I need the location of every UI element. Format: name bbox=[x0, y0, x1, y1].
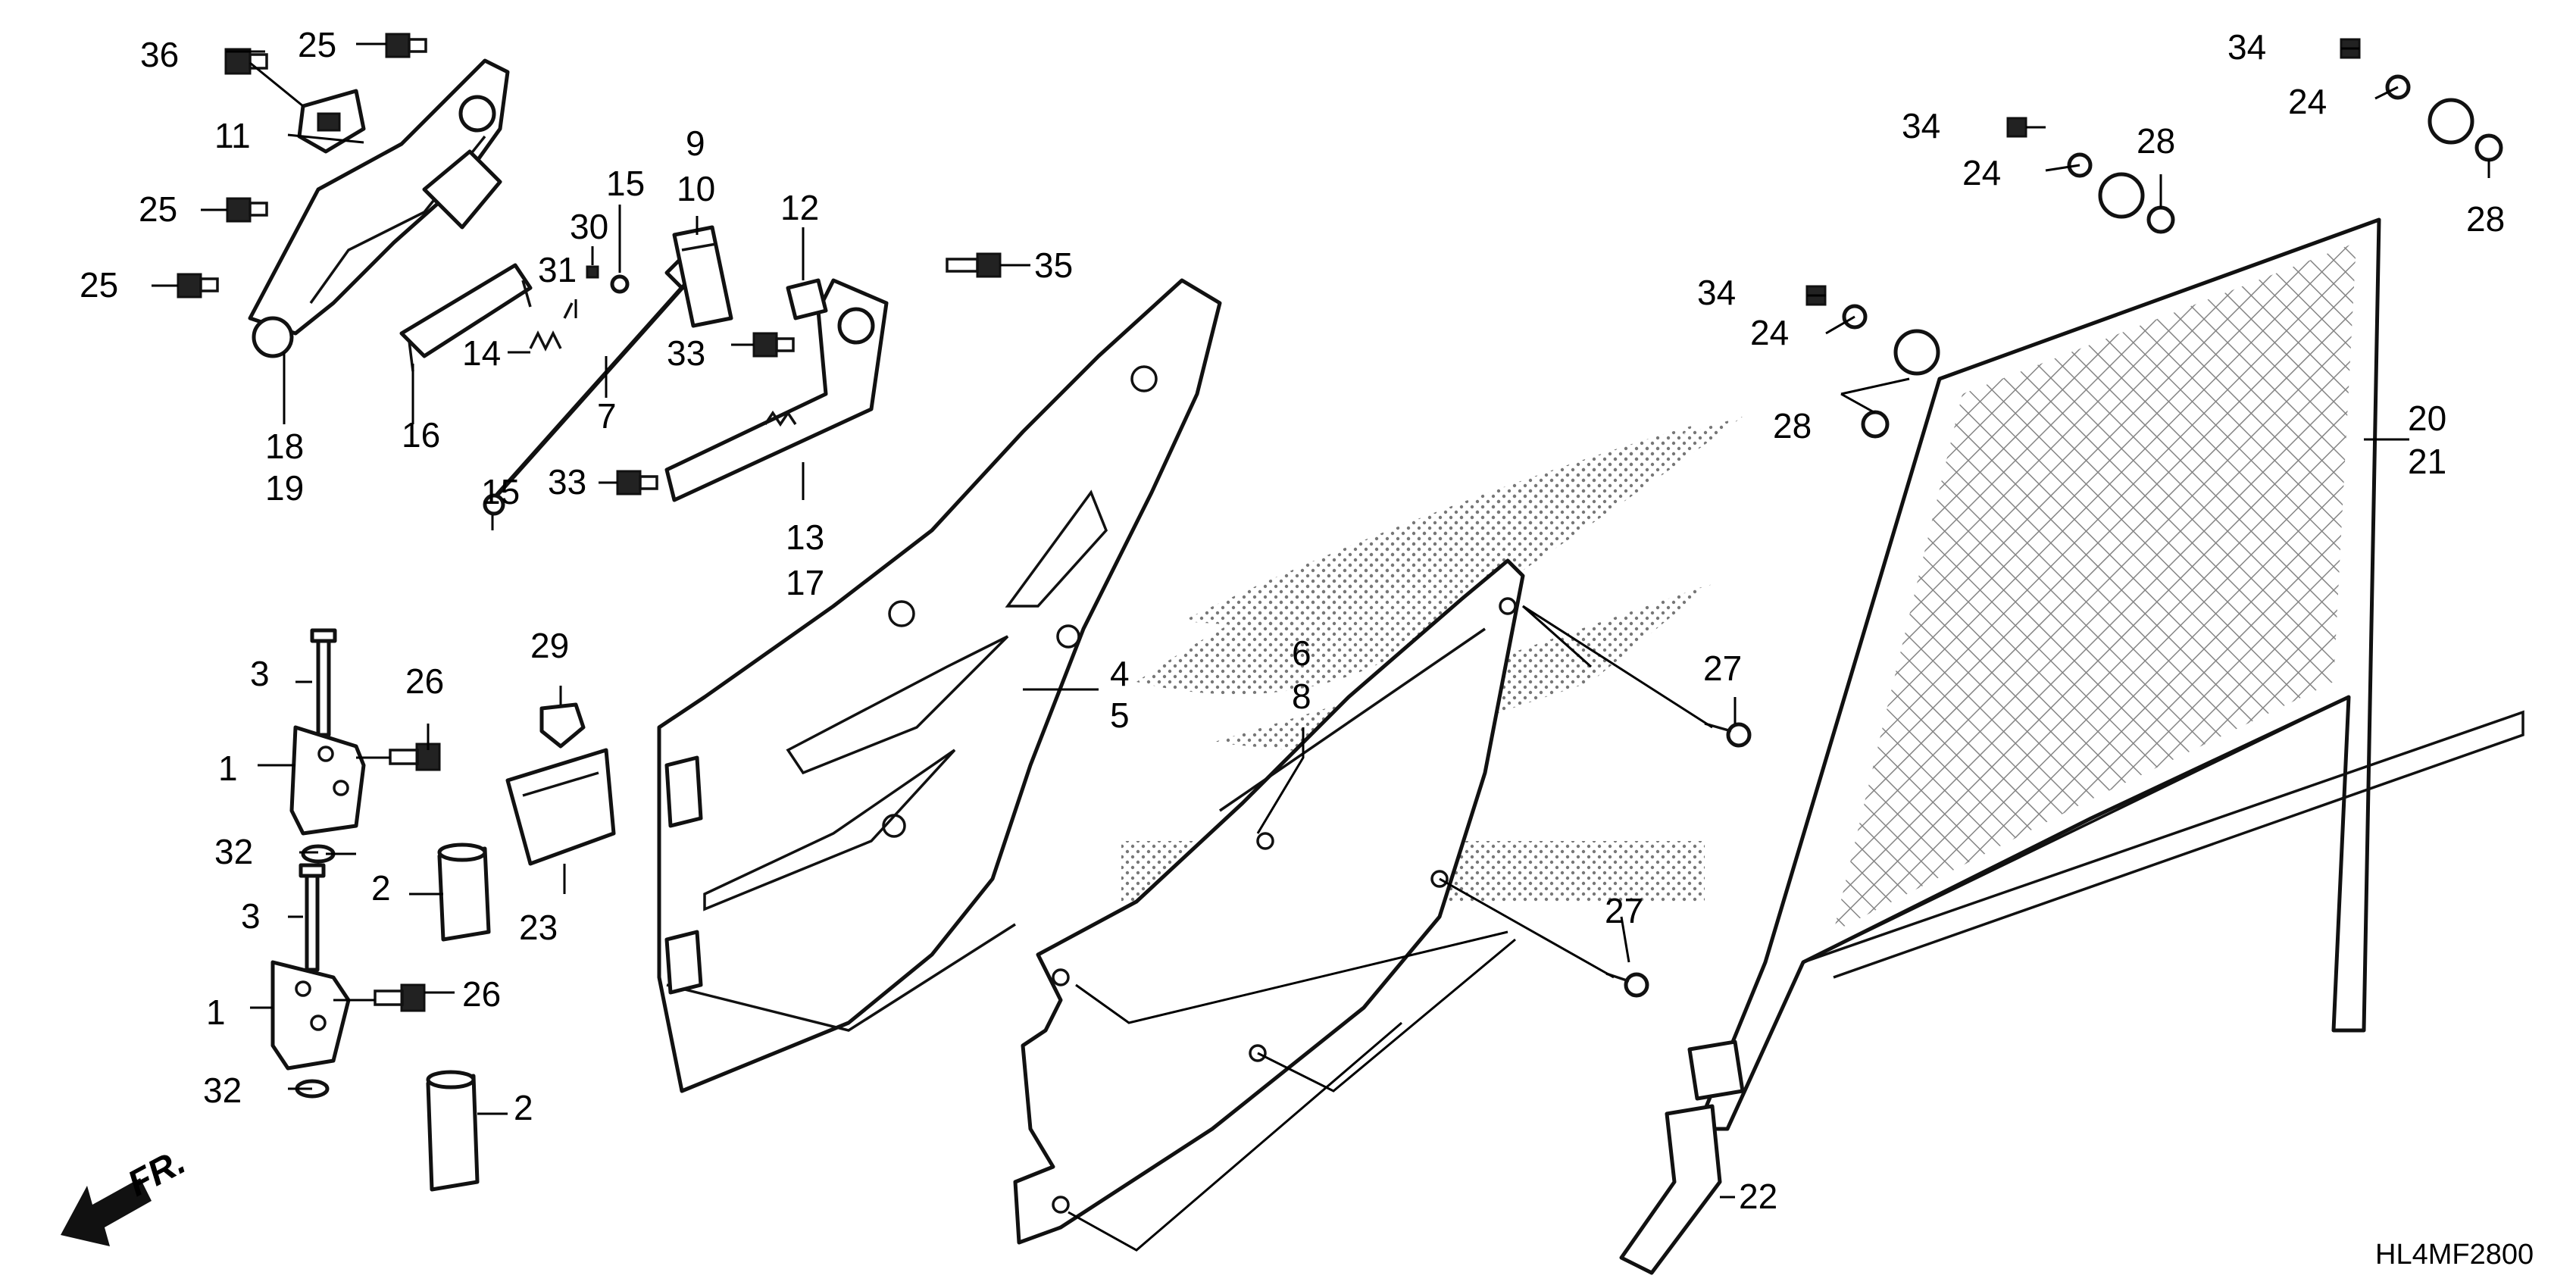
label-17: 17 bbox=[786, 563, 824, 602]
diagram-code: HL4MF2800 bbox=[2375, 1239, 2534, 1271]
screw-27-top bbox=[1704, 722, 1752, 748]
label-34-mid: 34 bbox=[1902, 106, 1940, 145]
washer-28-right bbox=[2474, 133, 2503, 162]
label-25-top: 25 bbox=[298, 25, 336, 64]
label-34-right: 34 bbox=[2227, 27, 2266, 67]
label-15-low: 15 bbox=[481, 472, 520, 511]
label-27-low: 27 bbox=[1605, 891, 1643, 930]
bolt-36 bbox=[224, 48, 268, 75]
washer-15-low bbox=[483, 493, 505, 516]
label-20: 20 bbox=[2408, 399, 2446, 438]
bolt-33-low bbox=[616, 470, 658, 496]
label-3-top: 3 bbox=[250, 654, 270, 693]
label-11: 11 bbox=[214, 116, 251, 155]
clip-31 bbox=[563, 302, 574, 319]
label-26-top: 26 bbox=[405, 661, 444, 701]
door-panel-4-5 bbox=[657, 278, 1222, 1093]
label-27-top: 27 bbox=[1703, 649, 1742, 688]
safety-net-20-21 bbox=[1695, 217, 2524, 1131]
latch-9-10 bbox=[672, 225, 733, 328]
label-29: 29 bbox=[530, 626, 569, 665]
label-24-right: 24 bbox=[2288, 82, 2327, 121]
label-5: 5 bbox=[1110, 696, 1130, 735]
label-13: 13 bbox=[786, 517, 824, 557]
bolt-25-top bbox=[385, 33, 427, 58]
label-23: 23 bbox=[519, 908, 558, 947]
label-8: 8 bbox=[1292, 677, 1311, 716]
label-32-low: 32 bbox=[203, 1071, 242, 1110]
label-3-low: 3 bbox=[241, 896, 261, 936]
label-1-low: 1 bbox=[206, 993, 226, 1032]
label-34-left: 34 bbox=[1697, 273, 1736, 312]
washer-28-left bbox=[1861, 410, 1890, 439]
label-30: 30 bbox=[570, 207, 608, 246]
striker-12 bbox=[786, 278, 875, 345]
clip-30 bbox=[586, 265, 599, 279]
label-4: 4 bbox=[1110, 654, 1130, 693]
label-24-left: 24 bbox=[1750, 313, 1789, 352]
bolt-25-low bbox=[177, 273, 219, 299]
washer-15-top bbox=[610, 274, 630, 294]
label-26-low: 26 bbox=[462, 974, 501, 1014]
strap-plate-23 bbox=[505, 748, 616, 866]
bushing-2-low bbox=[426, 1070, 480, 1192]
label-19: 19 bbox=[265, 468, 304, 508]
hinge-1-low bbox=[270, 960, 351, 1071]
label-1-top: 1 bbox=[218, 749, 238, 788]
label-2-low: 2 bbox=[514, 1088, 533, 1127]
label-21: 21 bbox=[2408, 442, 2446, 481]
label-35: 35 bbox=[1034, 245, 1073, 285]
mount-24-34-mid bbox=[2006, 117, 2145, 219]
label-9: 9 bbox=[686, 123, 705, 163]
label-25-mid: 25 bbox=[139, 189, 177, 229]
label-22: 22 bbox=[1739, 1177, 1777, 1216]
mount-24-34-right bbox=[2340, 38, 2474, 145]
bushing-2-top bbox=[437, 843, 491, 942]
bolt-35 bbox=[946, 252, 1002, 278]
outer-handle-assembly bbox=[248, 58, 510, 358]
label-16: 16 bbox=[402, 415, 440, 455]
label-18: 18 bbox=[265, 427, 304, 466]
label-10: 10 bbox=[677, 169, 715, 208]
bracket-13-17 bbox=[664, 278, 889, 502]
front-direction-indicator: FR. bbox=[61, 1142, 192, 1246]
label-33-low: 33 bbox=[548, 462, 586, 502]
label-33-top: 33 bbox=[667, 333, 705, 373]
label-14: 14 bbox=[462, 333, 501, 373]
bolt-25-mid bbox=[226, 197, 268, 223]
spring-14 bbox=[529, 330, 562, 352]
hinge-pin-3-top bbox=[310, 628, 337, 737]
label-15-top: 15 bbox=[606, 164, 645, 203]
label-25-low: 25 bbox=[80, 265, 118, 305]
label-28-left: 28 bbox=[1773, 406, 1812, 445]
bolt-33-top bbox=[752, 332, 795, 358]
mount-24-34-left bbox=[1805, 285, 1940, 376]
label-12: 12 bbox=[780, 188, 819, 227]
front-arrow-icon bbox=[61, 1178, 152, 1246]
label-32-top: 32 bbox=[214, 832, 253, 871]
clip-29 bbox=[539, 702, 586, 749]
label-2-top: 2 bbox=[371, 868, 391, 908]
hinge-pin-3-low bbox=[299, 863, 326, 972]
label-6: 6 bbox=[1292, 633, 1311, 673]
leader-lines bbox=[152, 42, 2490, 1252]
bolt-26-top bbox=[389, 742, 441, 771]
label-24-mid: 24 bbox=[1962, 153, 2001, 192]
label-36: 36 bbox=[140, 35, 179, 74]
hinge-1-top bbox=[289, 725, 366, 836]
label-7: 7 bbox=[597, 396, 617, 436]
label-28-mid: 28 bbox=[2137, 121, 2175, 161]
label-31: 31 bbox=[538, 250, 577, 289]
strap-22 bbox=[1619, 1039, 1745, 1275]
label-28-right: 28 bbox=[2466, 199, 2505, 239]
screw-27-low bbox=[1605, 972, 1649, 998]
washer-28-mid bbox=[2146, 205, 2175, 234]
part-labels: 36 25 11 25 25 18 19 16 14 31 30 15 15 7… bbox=[80, 25, 2505, 1216]
bolt-26-low bbox=[374, 983, 426, 1012]
